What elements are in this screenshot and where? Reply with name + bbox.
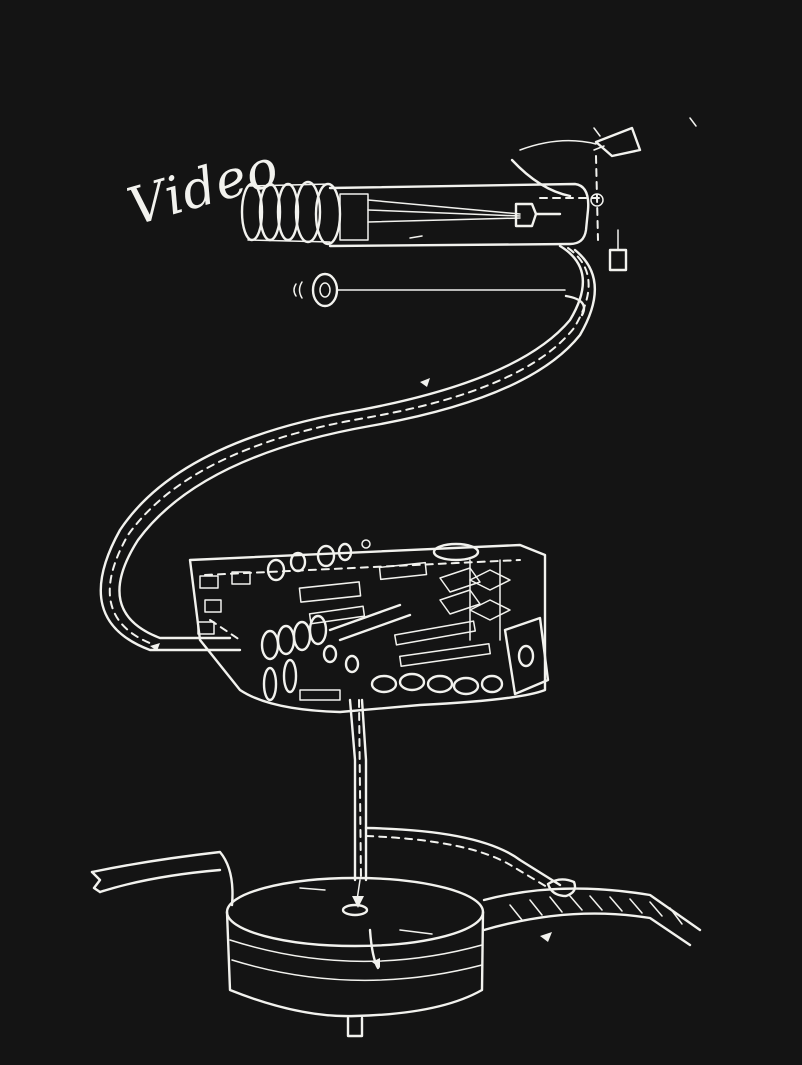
camera-tube: [328, 182, 590, 248]
recording-disc: [225, 876, 485, 1038]
tape-left: [90, 850, 234, 907]
output-lead: [348, 698, 562, 908]
microphone-icon: [293, 272, 566, 308]
signal-cable: [99, 244, 597, 652]
connector-plug-icon: [539, 155, 628, 272]
circuit-board: [188, 539, 550, 714]
camera-lens-icon: [240, 180, 342, 246]
tape-right: [482, 878, 702, 947]
viewfinder-icon: [510, 117, 697, 198]
